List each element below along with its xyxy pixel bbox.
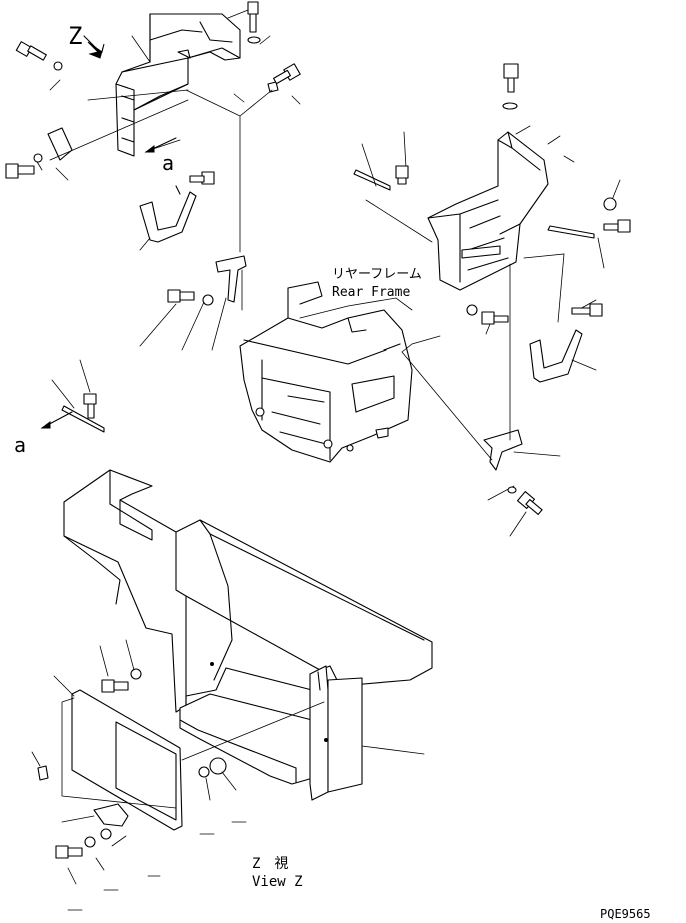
left-step-plate	[47, 127, 73, 161]
bolt-icon	[603, 197, 617, 211]
washer-icon	[502, 102, 518, 110]
bolt-icon	[55, 828, 112, 859]
arrow-a-top-label: a	[162, 151, 174, 175]
bolt-icon	[395, 165, 409, 185]
bolt-icon	[83, 393, 97, 419]
left-clip-assembly: a	[14, 359, 105, 457]
bolt-icon	[503, 63, 519, 93]
bolt-icon	[167, 289, 214, 306]
bolt-icon	[507, 486, 543, 515]
bolt-icon	[273, 63, 301, 85]
bolt-icon	[101, 668, 142, 693]
view-z-en-label: View Z	[252, 874, 303, 890]
washer-icon	[198, 766, 210, 778]
arrow-a-left-label: a	[14, 433, 26, 457]
right-step-body	[427, 131, 549, 291]
right-step-bracket	[529, 329, 583, 383]
fender-body	[63, 469, 433, 713]
bolt-icon	[189, 171, 215, 185]
clip-pin	[61, 405, 105, 433]
rear-frame-body	[239, 309, 413, 463]
bolt-icon	[5, 153, 43, 179]
rear-frame-en-label: Rear Frame	[332, 285, 410, 300]
nut-icon	[209, 757, 227, 775]
fender-support	[309, 665, 329, 801]
right-step-plate	[483, 429, 523, 471]
right-step-assembly	[353, 63, 631, 537]
view-letter-label: Z	[68, 22, 82, 50]
left-step-body	[115, 13, 241, 157]
bolt-icon	[466, 304, 509, 325]
rear-frame-jp-label: リヤーフレーム	[332, 267, 422, 282]
bolt-icon	[603, 219, 631, 233]
bolt-icon	[15, 41, 63, 71]
left-step-bracket	[139, 191, 197, 243]
view-z-assembly: Z 視 View Z	[31, 469, 433, 911]
bolt-icon	[571, 303, 603, 317]
rear-frame-bracket	[215, 255, 247, 303]
drawing-code: PQE9565	[600, 907, 651, 921]
view-z-jp-label: Z 視	[252, 856, 288, 872]
left-step-assembly: Z a	[5, 1, 301, 253]
bolt-icon	[247, 1, 261, 44]
rear-frame-assembly: リヤーフレーム Rear Frame	[139, 255, 422, 463]
view-z-arrow-icon	[83, 35, 105, 59]
